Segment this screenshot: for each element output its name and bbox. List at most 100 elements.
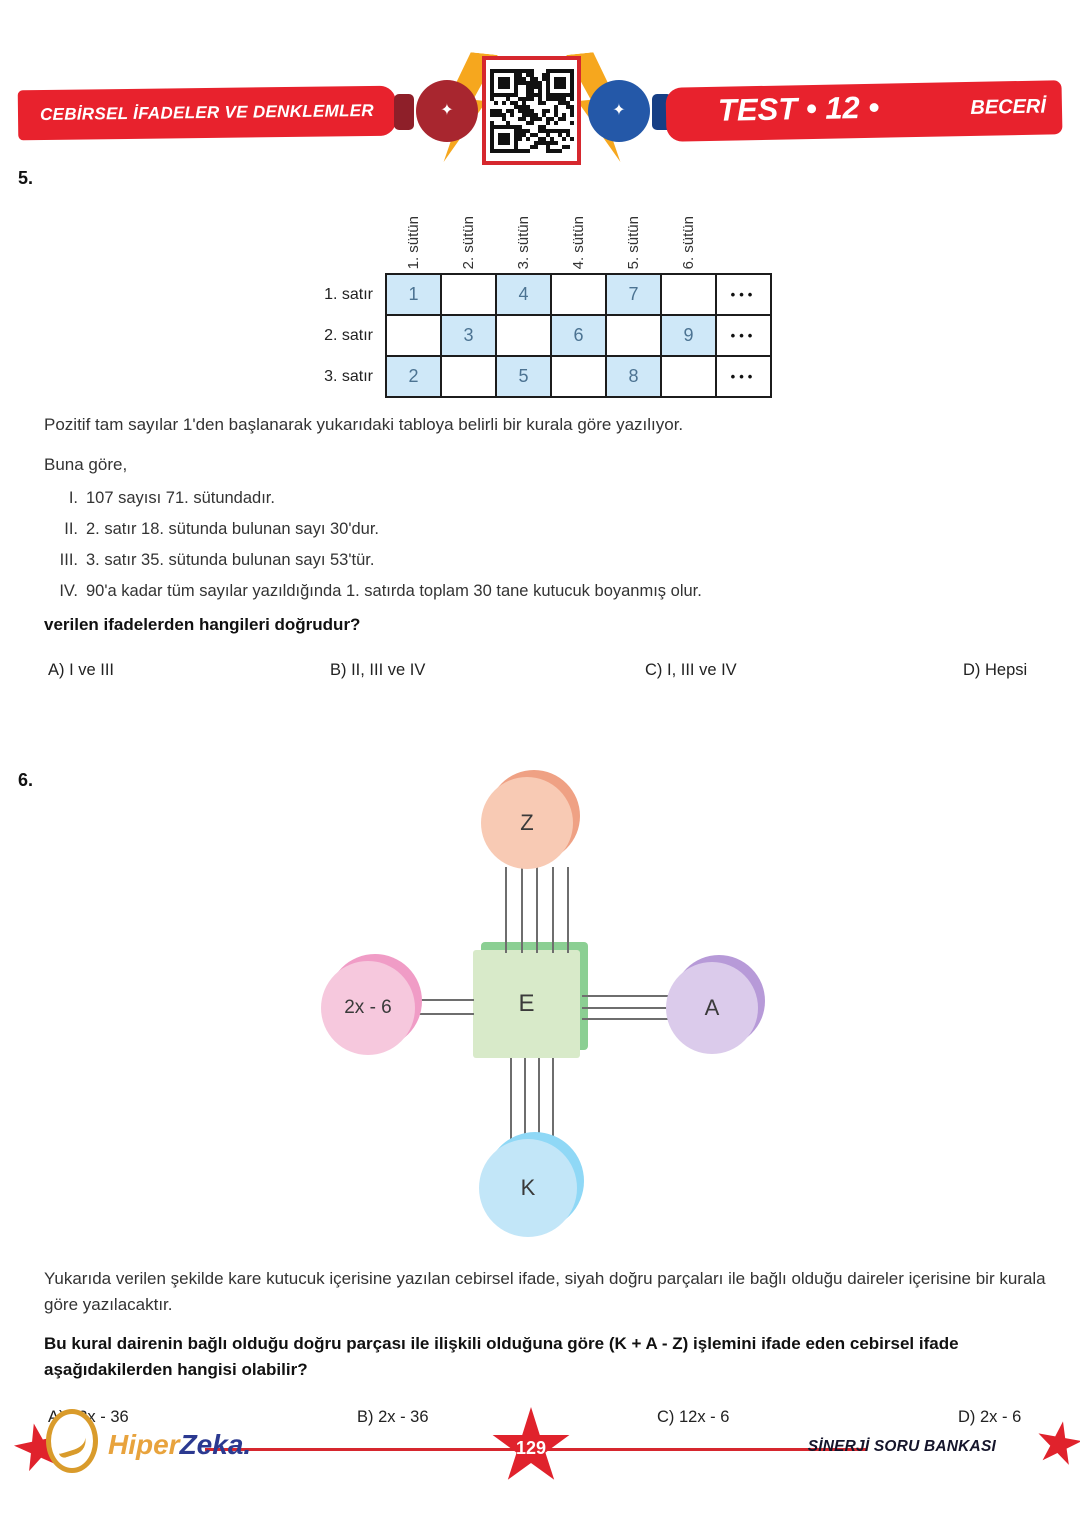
- statement-text: 3. satır 35. sütunda bulunan sayı 53'tür…: [86, 551, 375, 569]
- column-header: 1. sütün: [405, 215, 422, 269]
- row-header: 3. satır: [324, 367, 373, 385]
- column-header: 2. sütün: [460, 215, 477, 269]
- node-top: Z: [481, 770, 580, 869]
- question-5: 5. 1. sütün 2. sütün 3. sütün 4. sütün 5. sü…: [18, 168, 1062, 687]
- connector-right: [582, 995, 668, 1020]
- page-footer: HiperZeka. 129 SİNERJİ SORU BANKASI: [0, 1405, 1080, 1525]
- question-number: 6.: [18, 770, 34, 790]
- star-icon: ✦: [440, 102, 454, 119]
- node-label: A: [704, 995, 720, 1020]
- center-square-label: E: [518, 990, 535, 1017]
- star-icon: ✦: [612, 102, 626, 119]
- question-6: 6. E Z 2x - 6 A K Yukarıda verilen şekilde …: [18, 770, 1062, 1527]
- column-header: 4. sütün: [570, 215, 587, 269]
- brand-zeka: Zeka.: [179, 1429, 252, 1460]
- node-bottom: K: [479, 1132, 584, 1237]
- answer-choice: D) 2x - 6: [958, 1408, 1022, 1426]
- test-banner: TEST • 12 • BECERİ: [665, 80, 1063, 142]
- statement: II. 2. satır 18. sütunda bulunan sayı 30'…: [44, 520, 1062, 539]
- center-square: E: [473, 942, 588, 1058]
- table-col-headers: 1. sütün 2. sütün 3. sütün 4. sütün 5. sütün…: [386, 193, 1062, 273]
- answer-choice: D) Hepsi: [963, 661, 1028, 679]
- connector-left: [414, 999, 474, 1015]
- table-cell: •••: [715, 273, 772, 316]
- connector-top: [505, 867, 569, 953]
- square-body: E: [473, 950, 580, 1058]
- skill-label: BECERİ: [970, 95, 1047, 119]
- statement-label: II.: [64, 520, 78, 538]
- node-label: 2x - 6: [344, 997, 392, 1018]
- node-label: Z: [520, 810, 534, 835]
- statement-label: I.: [68, 489, 78, 507]
- table-cell: [550, 273, 607, 316]
- blue-boxing-glove-icon: ✦: [584, 80, 672, 144]
- statement: IV. 90'a kadar tüm sayılar yazıldığında 1…: [44, 582, 1062, 601]
- glove-fist: ✦: [588, 80, 650, 142]
- question-intro: Pozitif tam sayılar 1'den başlanarak yuk…: [44, 415, 684, 434]
- question-lead: Buna göre,: [44, 454, 128, 474]
- glove-cuff: [394, 94, 414, 130]
- brand-hiper: Hiper: [108, 1429, 180, 1460]
- table-cell: 2: [385, 355, 442, 398]
- table-cell: 3: [440, 314, 497, 357]
- node-left: 2x - 6: [321, 954, 422, 1055]
- series-name: SİNERJİ SORU BANKASI: [807, 1438, 996, 1455]
- table-cell: [605, 314, 662, 357]
- statement-label: III.: [59, 551, 78, 569]
- table-cell: [660, 273, 717, 316]
- question-text: Bu kural dairenin bağlı olduğu doğru par…: [44, 1334, 959, 1379]
- answer-choice: B) II, III ve IV: [330, 661, 426, 679]
- table-cell: 1: [385, 273, 442, 316]
- table-cell: [440, 273, 497, 316]
- answer-choice: C) 12x - 6: [657, 1408, 730, 1426]
- chapter-banner: CEBİRSEL İFADELER VE DENKLEMLER: [17, 85, 397, 141]
- table-row: 3. satır 2 5 8 •••: [298, 355, 772, 398]
- page-header: CEBİRSEL İFADELER VE DENKLEMLER ✦ ✦ TEST…: [0, 0, 1080, 175]
- table-cell: 5: [495, 355, 552, 398]
- table-cell: 7: [605, 273, 662, 316]
- table-cell: •••: [715, 314, 772, 357]
- answer-choice: B) 2x - 36: [357, 1408, 429, 1426]
- statement: III. 3. satır 35. sütunda bulunan sayı 53…: [44, 551, 1062, 570]
- answer-choice: C) I, III ve IV: [645, 661, 737, 679]
- connector-bottom: [510, 1058, 554, 1141]
- node-label: K: [520, 1175, 536, 1200]
- chapter-title: CEBİRSEL İFADELER VE DENKLEMLER: [39, 100, 375, 125]
- table-cell: 4: [495, 273, 552, 316]
- test-number-label: TEST • 12 •: [717, 89, 880, 128]
- statement: I. 107 sayısı 71. sütundadır.: [44, 489, 1062, 508]
- table-cell: 8: [605, 355, 662, 398]
- page-number: 129: [515, 1438, 547, 1458]
- column-header: 3. sütün: [515, 215, 532, 269]
- question-text: verilen ifadelerden hangileri doğrudur?: [44, 615, 361, 634]
- table-cell: 9: [660, 314, 717, 357]
- diagram: E Z 2x - 6 A K: [18, 770, 1062, 1245]
- question-intro: Yukarıda verilen şekilde kare kutucuk iç…: [44, 1269, 1046, 1314]
- question-number: 5.: [18, 168, 34, 188]
- column-header: 6. sütün: [680, 215, 697, 269]
- table-cell: [550, 355, 607, 398]
- statement-text: 2. satır 18. sütunda bulunan sayı 30'dur…: [86, 520, 380, 538]
- table-cell: [495, 314, 552, 357]
- statement-text: 107 sayısı 71. sütundadır.: [86, 489, 275, 507]
- column-header: 5. sütün: [625, 215, 642, 269]
- glove-fist: ✦: [416, 80, 478, 142]
- red-boxing-glove-icon: ✦: [394, 80, 482, 144]
- statement-text: 90'a kadar tüm sayılar yazıldığında 1. s…: [86, 582, 702, 600]
- qr-code: [482, 56, 581, 165]
- table-cell: •••: [715, 355, 772, 398]
- row-header: 2. satır: [324, 326, 373, 344]
- row-header: 1. satır: [324, 285, 373, 303]
- statement-list: I. 107 sayısı 71. sütundadır. II. 2. satır …: [18, 489, 1062, 601]
- answer-choice: A) I ve III: [48, 661, 115, 679]
- statement-label: IV.: [59, 582, 78, 600]
- star-icon: [1032, 1417, 1080, 1470]
- number-table: 1. sütün 2. sütün 3. sütün 4. sütün 5. sütün…: [298, 193, 1062, 398]
- answer-choices: A) I ve III B) II, III ve IV C) I, III ve …: [18, 661, 1062, 687]
- brand-name: HiperZeka.: [108, 1429, 251, 1461]
- table-cell: [660, 355, 717, 398]
- node-right: A: [666, 955, 765, 1054]
